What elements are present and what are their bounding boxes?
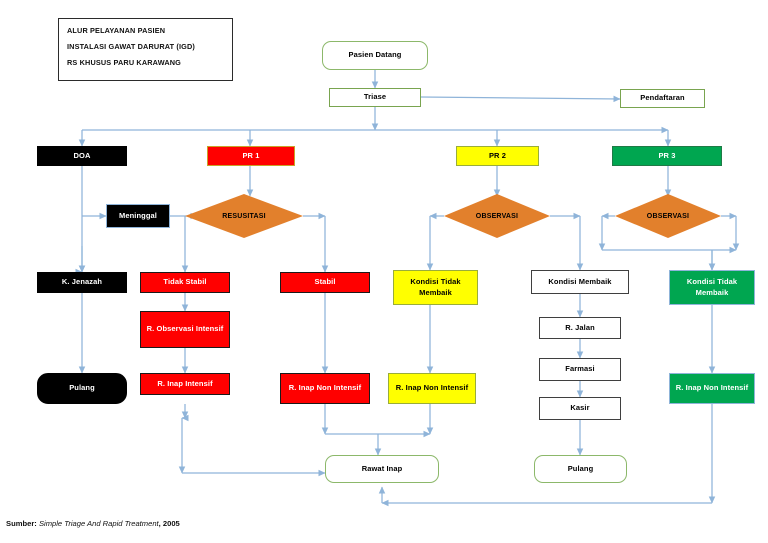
node-pulang-doa[interactable]: Pulang <box>37 373 127 404</box>
node-r-jalan[interactable]: R. Jalan <box>539 317 621 339</box>
node-meninggal[interactable]: Meninggal <box>106 204 170 228</box>
node-rawat-inap[interactable]: Rawat Inap <box>325 455 439 483</box>
node-r-inap-non-intensif-pr3[interactable]: R. Inap Non Intensif <box>669 373 755 404</box>
node-r-inap-non-intensif-pr2[interactable]: R. Inap Non Intensif <box>388 373 476 404</box>
node-tidak-stabil[interactable]: Tidak Stabil <box>140 272 230 293</box>
node-k-jenazah[interactable]: K. Jenazah <box>37 272 127 293</box>
node-triase[interactable]: Triase <box>329 88 421 107</box>
title-line-2: INSTALASI GAWAT DARURAT (IGD) <box>67 42 195 51</box>
node-kondisi-tidak-membaik-pr3[interactable]: Kondisi Tidak Membaik <box>669 270 755 305</box>
source-label: Sumber: <box>6 519 37 528</box>
node-pasien-datang[interactable]: Pasien Datang <box>322 41 428 70</box>
node-kondisi-tidak-membaik-pr2[interactable]: Kondisi Tidak Membaik <box>393 270 478 305</box>
node-farmasi[interactable]: Farmasi <box>539 358 621 381</box>
title-card: ALUR PELAYANAN PASIEN INSTALASI GAWAT DA… <box>58 18 233 81</box>
title-line-3: RS KHUSUS PARU KARAWANG <box>67 58 181 67</box>
node-doa[interactable]: DOA <box>37 146 127 166</box>
node-pr2[interactable]: PR 2 <box>456 146 539 166</box>
node-stabil[interactable]: Stabil <box>280 272 370 293</box>
source-note: Sumber: Simple Triage And Rapid Treatmen… <box>6 519 180 528</box>
node-kondisi-membaik[interactable]: Kondisi Membaik <box>531 270 629 294</box>
node-pendaftaran[interactable]: Pendaftaran <box>620 89 705 108</box>
title-line-1: ALUR PELAYANAN PASIEN <box>67 26 166 35</box>
node-pulang-pr2[interactable]: Pulang <box>534 455 627 483</box>
source-citation: Simple Triage And Rapid Treatment <box>38 519 159 528</box>
node-pr1[interactable]: PR 1 <box>207 146 295 166</box>
node-r-observasi-intensif[interactable]: R. Observasi Intensif <box>140 311 230 348</box>
node-r-inap-non-intensif-pr1[interactable]: R. Inap Non Intensif <box>280 373 370 404</box>
node-pr3[interactable]: PR 3 <box>612 146 722 166</box>
node-r-inap-intensif[interactable]: R. Inap Intensif <box>140 373 230 395</box>
node-kasir[interactable]: Kasir <box>539 397 621 420</box>
source-year: , 2005 <box>158 519 180 528</box>
